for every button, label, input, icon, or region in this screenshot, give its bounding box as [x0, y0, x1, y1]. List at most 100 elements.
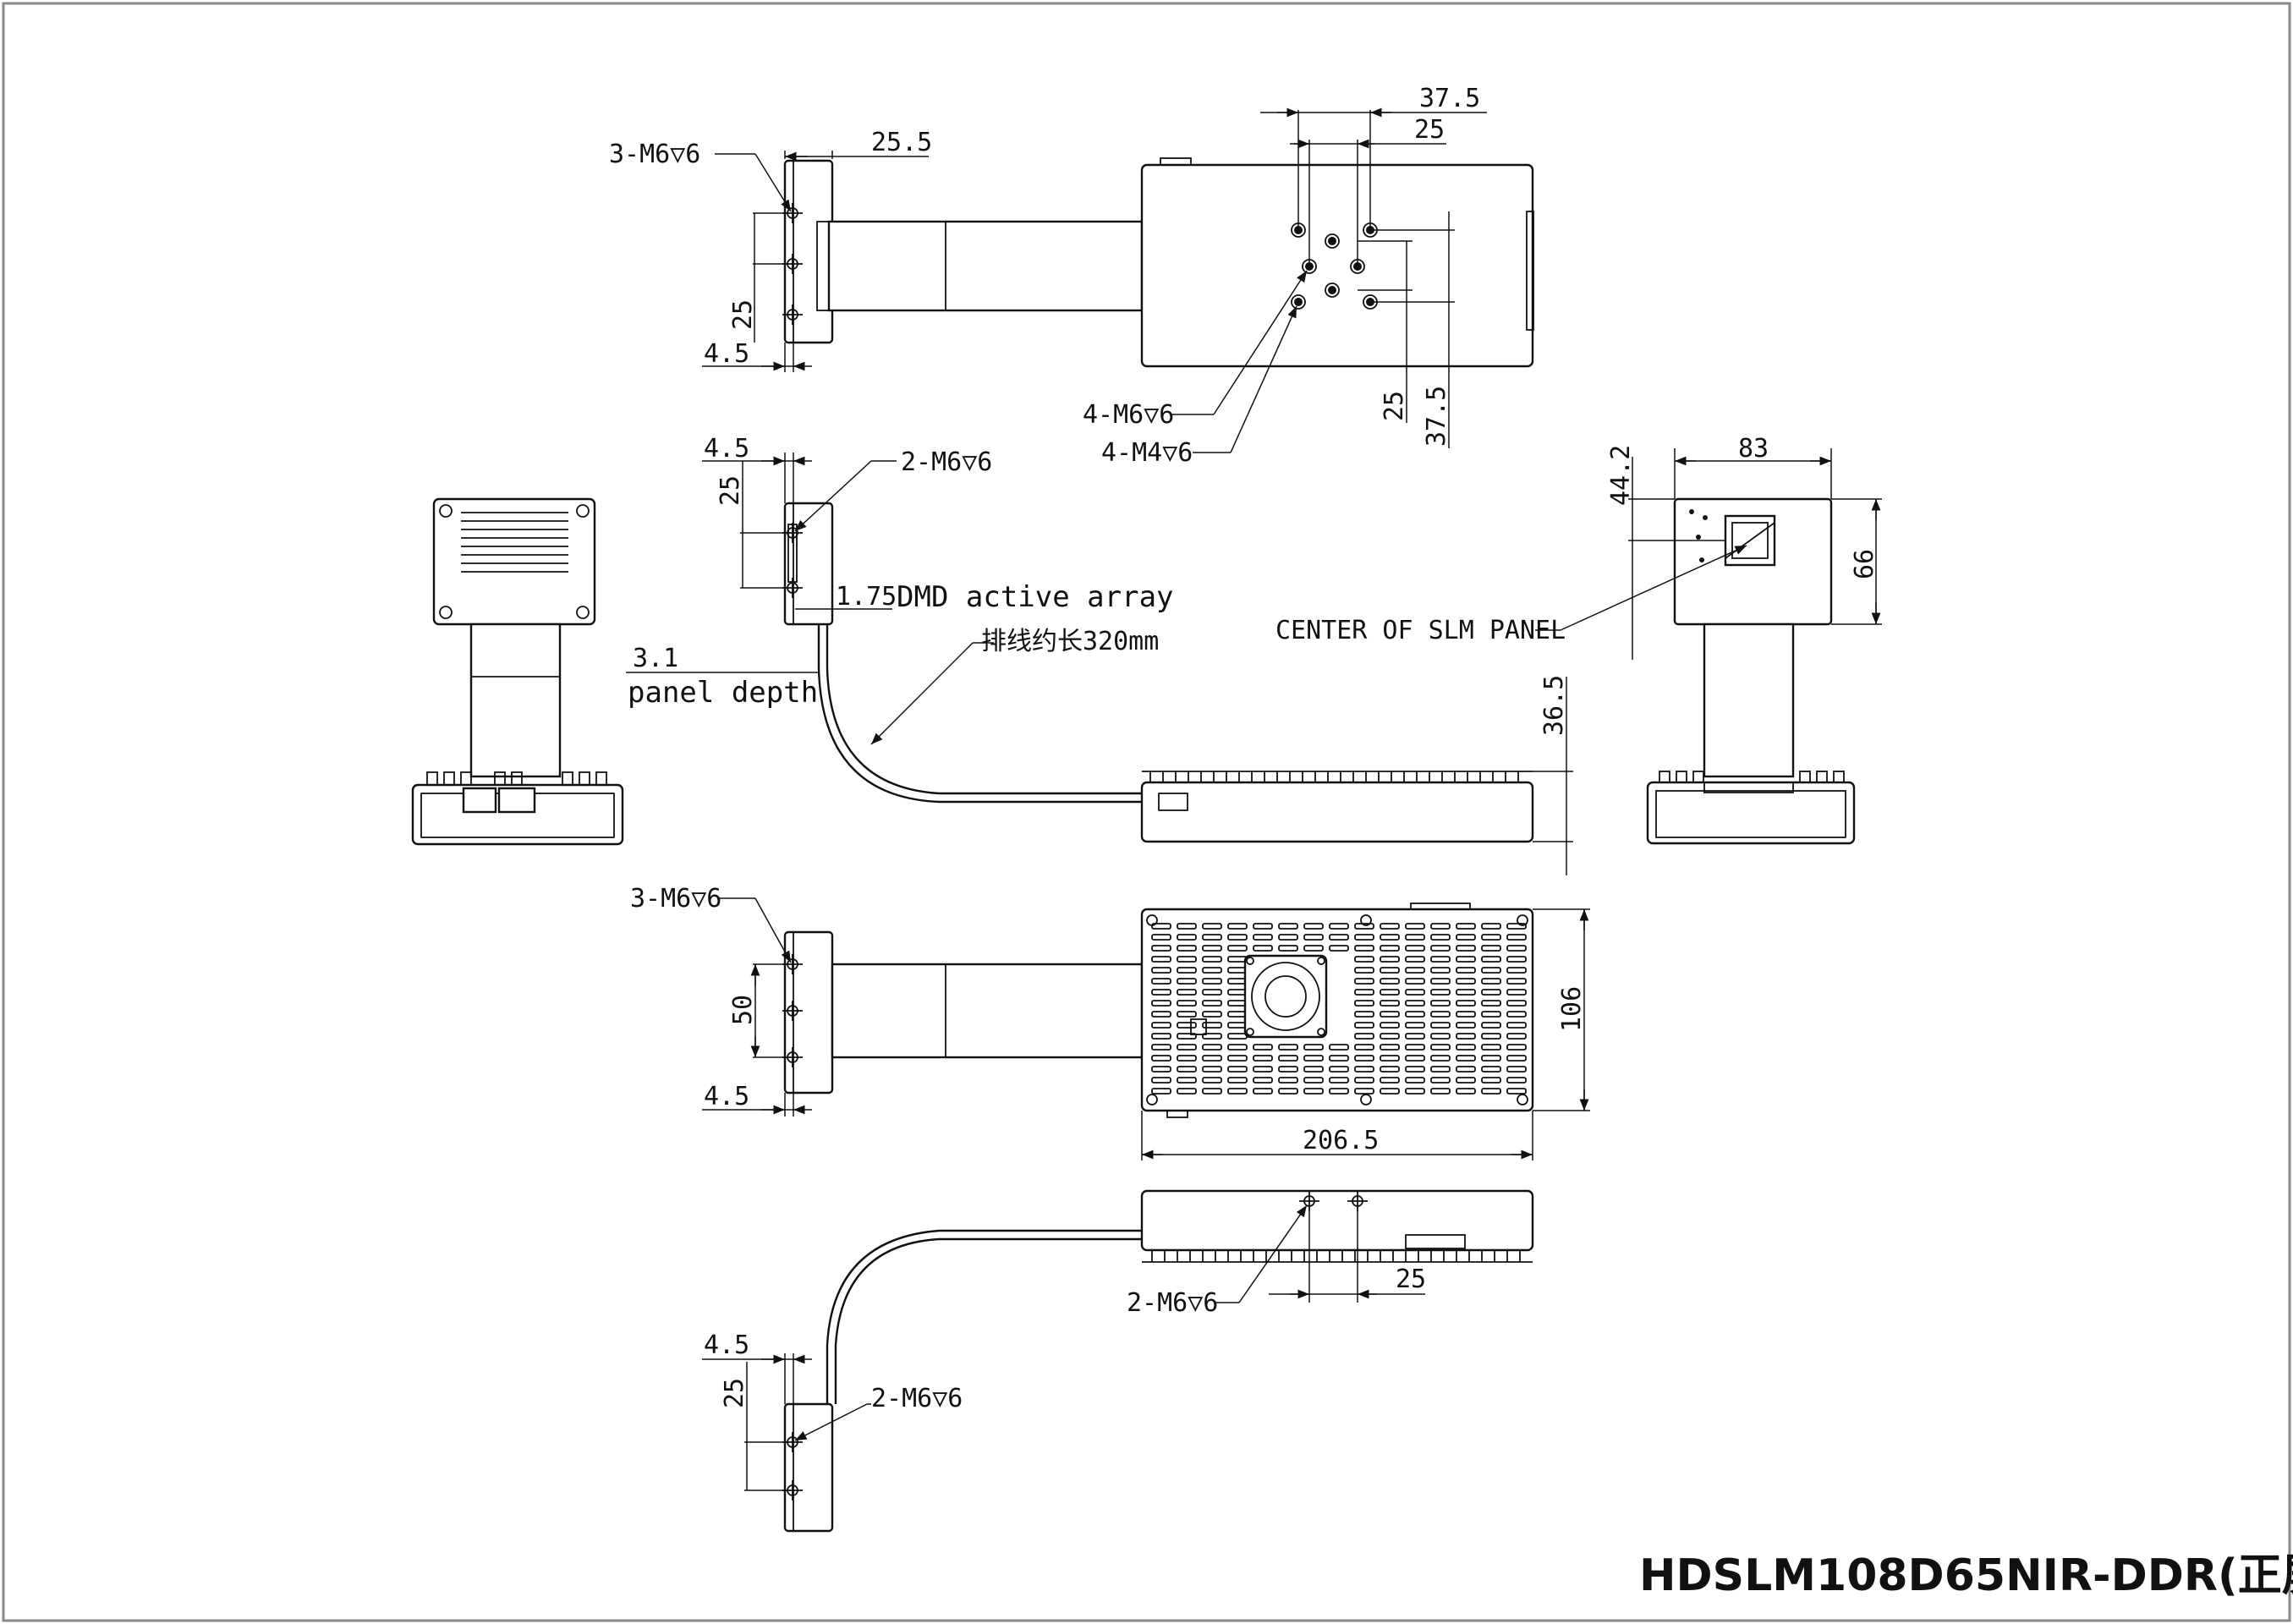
vent-slot: [1430, 967, 1451, 974]
drawing-title: HDSLM108D65NIR-DDR(正屏): [1639, 1550, 2293, 1601]
vent-slot: [1430, 1044, 1451, 1051]
vent-slot: [1456, 1033, 1476, 1040]
vent-slot: [1380, 989, 1400, 996]
vent-slot: [1430, 945, 1451, 952]
vent-slot: [1227, 1044, 1248, 1051]
vent-slot: [1456, 934, 1476, 941]
vent-slot: [1202, 1055, 1222, 1062]
side-view-control-box: [1140, 781, 1534, 843]
right-end-fins: [1659, 771, 1845, 793]
vent-slot: [1380, 1022, 1400, 1029]
vent-slot: [1151, 1088, 1171, 1095]
vent-slot: [1430, 1033, 1451, 1040]
vent-slot: [1456, 1000, 1476, 1007]
vent-slot: [1405, 956, 1425, 963]
bottom-view-hole-label-head: 2-M6▽6: [871, 1384, 963, 1413]
bottom-view-control-box: [1140, 1189, 1534, 1252]
vent-slot: [1506, 1077, 1527, 1084]
vent-slot: [1506, 967, 1527, 974]
vent-slot: [1202, 956, 1222, 963]
vent-slot: [1177, 1088, 1197, 1095]
vent-slot: [1329, 1055, 1349, 1062]
vent-slot: [1405, 1011, 1425, 1018]
vent-slot: [1303, 945, 1324, 952]
left-end-view: [411, 497, 624, 846]
vent-slot: [1380, 1000, 1400, 1007]
side-view-hole-label: 2-M6▽6: [901, 447, 992, 477]
vent-slot: [1253, 1055, 1273, 1062]
vent-slot: [1430, 1055, 1451, 1062]
vent-slot: [1354, 978, 1374, 985]
vent-slot: [1405, 967, 1425, 974]
vent-slot: [1253, 1066, 1273, 1073]
front-view-vent-grid: [1151, 923, 1527, 1095]
vent-slot: [1354, 1022, 1374, 1029]
right-end-center-label: CENTER OF SLM PANEL: [1275, 616, 1566, 645]
vent-slot: [1303, 934, 1324, 941]
vent-slot: [1227, 923, 1248, 930]
vent-slot: [1253, 1077, 1273, 1084]
vent-slot: [1253, 1044, 1273, 1051]
vent-slot: [1227, 1066, 1248, 1073]
vent-slot: [1405, 1033, 1425, 1040]
vent-slot: [1151, 967, 1171, 974]
vent-slot: [1354, 1000, 1374, 1007]
bottom-view-dim-flange: 4.5: [704, 1330, 749, 1360]
bottom-view-cable: [826, 1229, 1142, 1404]
vent-slot: [1481, 1000, 1501, 1007]
vent-slot: [1481, 967, 1501, 974]
vent-slot: [1481, 1088, 1501, 1095]
vent-slot: [1430, 1000, 1451, 1007]
vent-slot: [1405, 1055, 1425, 1062]
side-view-fins: [1142, 771, 1533, 782]
front-view-dimensions: [702, 897, 1590, 1160]
side-view-dim-height: 36.5: [1539, 675, 1569, 736]
vent-slot: [1481, 934, 1501, 941]
vent-slot: [1380, 945, 1400, 952]
vent-slot: [1354, 1055, 1374, 1062]
vent-slot: [1303, 1055, 1324, 1062]
vent-slot: [1329, 1066, 1349, 1073]
vent-slot: [1405, 923, 1425, 930]
vent-slot: [1354, 989, 1374, 996]
top-view-dim-hole-spacing: 25: [728, 299, 758, 330]
left-end-cable: [469, 623, 562, 778]
vent-slot: [1456, 1044, 1476, 1051]
top-view-control-box: [1140, 163, 1534, 368]
vent-slot: [1481, 978, 1501, 985]
vent-slot: [1329, 1077, 1349, 1084]
vent-slot: [1405, 978, 1425, 985]
left-end-fins: [426, 771, 607, 786]
side-view-cable: [826, 624, 1142, 795]
vent-slot: [1151, 1044, 1171, 1051]
vent-slot: [1506, 1033, 1527, 1040]
vent-slot: [1506, 1066, 1527, 1073]
vent-slot: [1177, 1033, 1197, 1040]
vent-slot: [1227, 1077, 1248, 1084]
vent-slot: [1278, 945, 1298, 952]
vent-slot: [1227, 945, 1248, 952]
vent-slot: [1278, 934, 1298, 941]
vent-slot: [1354, 1011, 1374, 1018]
vent-slot: [1151, 956, 1171, 963]
vent-slot: [1202, 1011, 1222, 1018]
vent-slot: [1506, 1088, 1527, 1095]
vent-slot: [1354, 1066, 1374, 1073]
vent-slot: [1481, 1033, 1501, 1040]
vent-slot: [1151, 1000, 1171, 1007]
top-view-dimensions: [702, 107, 1487, 453]
front-view-dim-length: 206.5: [1303, 1126, 1379, 1155]
side-view-dmd-label: DMD active array: [897, 580, 1174, 614]
vent-slot: [1177, 956, 1197, 963]
vent-slot: [1380, 1044, 1400, 1051]
bottom-view-hole-label-board: 2-M6▽6: [1127, 1288, 1218, 1318]
vent-slot: [1354, 956, 1374, 963]
vent-slot: [1380, 1033, 1400, 1040]
vent-slot: [1278, 1055, 1298, 1062]
vent-slot: [1506, 989, 1527, 996]
vent-slot: [1253, 923, 1273, 930]
vent-slot: [1177, 934, 1197, 941]
left-end-usb-port: [462, 787, 497, 814]
vent-slot: [1506, 1044, 1527, 1051]
